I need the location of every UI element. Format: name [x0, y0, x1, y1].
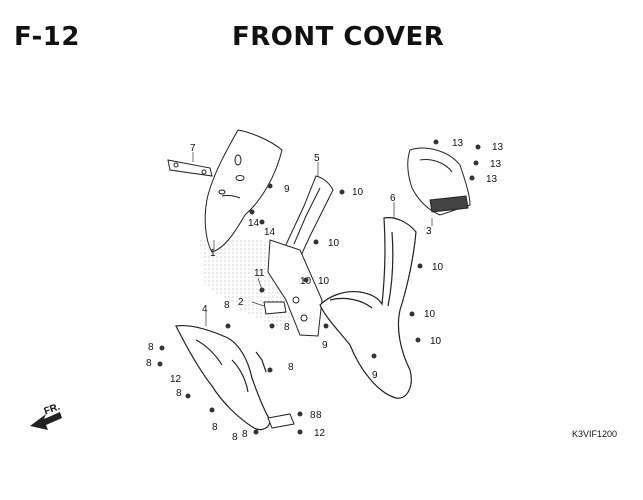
callout-1: 1 [210, 248, 216, 259]
front-direction-label: FR. [24, 400, 84, 430]
callout-10d: 10 [432, 262, 444, 273]
callout-8a: 8 [224, 300, 230, 311]
callout-10c: 10 [318, 276, 330, 287]
callout-labels: 1 2 3 4 5 6 7 8 8 8 8 8 8 8 8 8 8 8 9 9 … [146, 138, 504, 443]
callout-11: 11 [254, 268, 265, 279]
callout-8h: 8 [212, 422, 218, 433]
callout-14b: 14 [264, 227, 276, 238]
callout-8j: 8 [232, 432, 238, 443]
part-2-clip [263, 301, 287, 315]
part-1-upper-panel [204, 129, 283, 253]
part-7-bracket [167, 159, 213, 177]
callout-8f: 8 [176, 388, 182, 399]
callout-12b: 12 [314, 428, 326, 439]
part-4-lower-inner-cover [175, 325, 271, 431]
callout-8i: 8 [242, 429, 248, 440]
callout-10f: 10 [430, 336, 442, 347]
callout-4: 4 [202, 304, 208, 315]
callout-10e: 10 [424, 309, 436, 320]
callout-7: 7 [190, 143, 196, 154]
callout-14a: 14 [248, 218, 260, 229]
reference-code: K3VIF1200 [571, 429, 617, 439]
callout-8c: 8 [148, 342, 154, 353]
callout-6: 6 [390, 193, 396, 204]
callout-9b: 9 [322, 340, 328, 351]
callout-12a: 12 [170, 374, 182, 385]
section-code: F-12 [14, 22, 80, 52]
callout-5: 5 [314, 153, 320, 164]
callout-8g: 8 [316, 410, 322, 421]
callout-13a: 13 [452, 138, 464, 149]
fasteners [157, 139, 481, 435]
part-11-center-bracket [267, 239, 323, 337]
callout-8b: 8 [284, 322, 290, 333]
callout-8d: 8 [146, 358, 152, 369]
callout-9c: 9 [372, 370, 378, 381]
callout-2: 2 [238, 297, 244, 308]
callout-8k: 8 [310, 410, 316, 421]
callout-3: 3 [426, 226, 432, 237]
callout-13c: 13 [490, 159, 502, 170]
page-title: FRONT COVER [232, 22, 445, 52]
callout-13b: 13 [492, 142, 504, 153]
callout-13d: 13 [486, 174, 498, 185]
part-3-headlight-cover [407, 147, 471, 216]
callout-10b: 10 [328, 238, 340, 249]
callout-10a: 10 [352, 187, 364, 198]
callout-9a: 9 [284, 184, 290, 195]
callout-8e: 8 [288, 362, 294, 373]
part-12-tab [267, 413, 295, 429]
fr-text: FR. [42, 401, 62, 418]
part-6-front-cover [319, 217, 417, 399]
front-arrow [30, 412, 62, 430]
